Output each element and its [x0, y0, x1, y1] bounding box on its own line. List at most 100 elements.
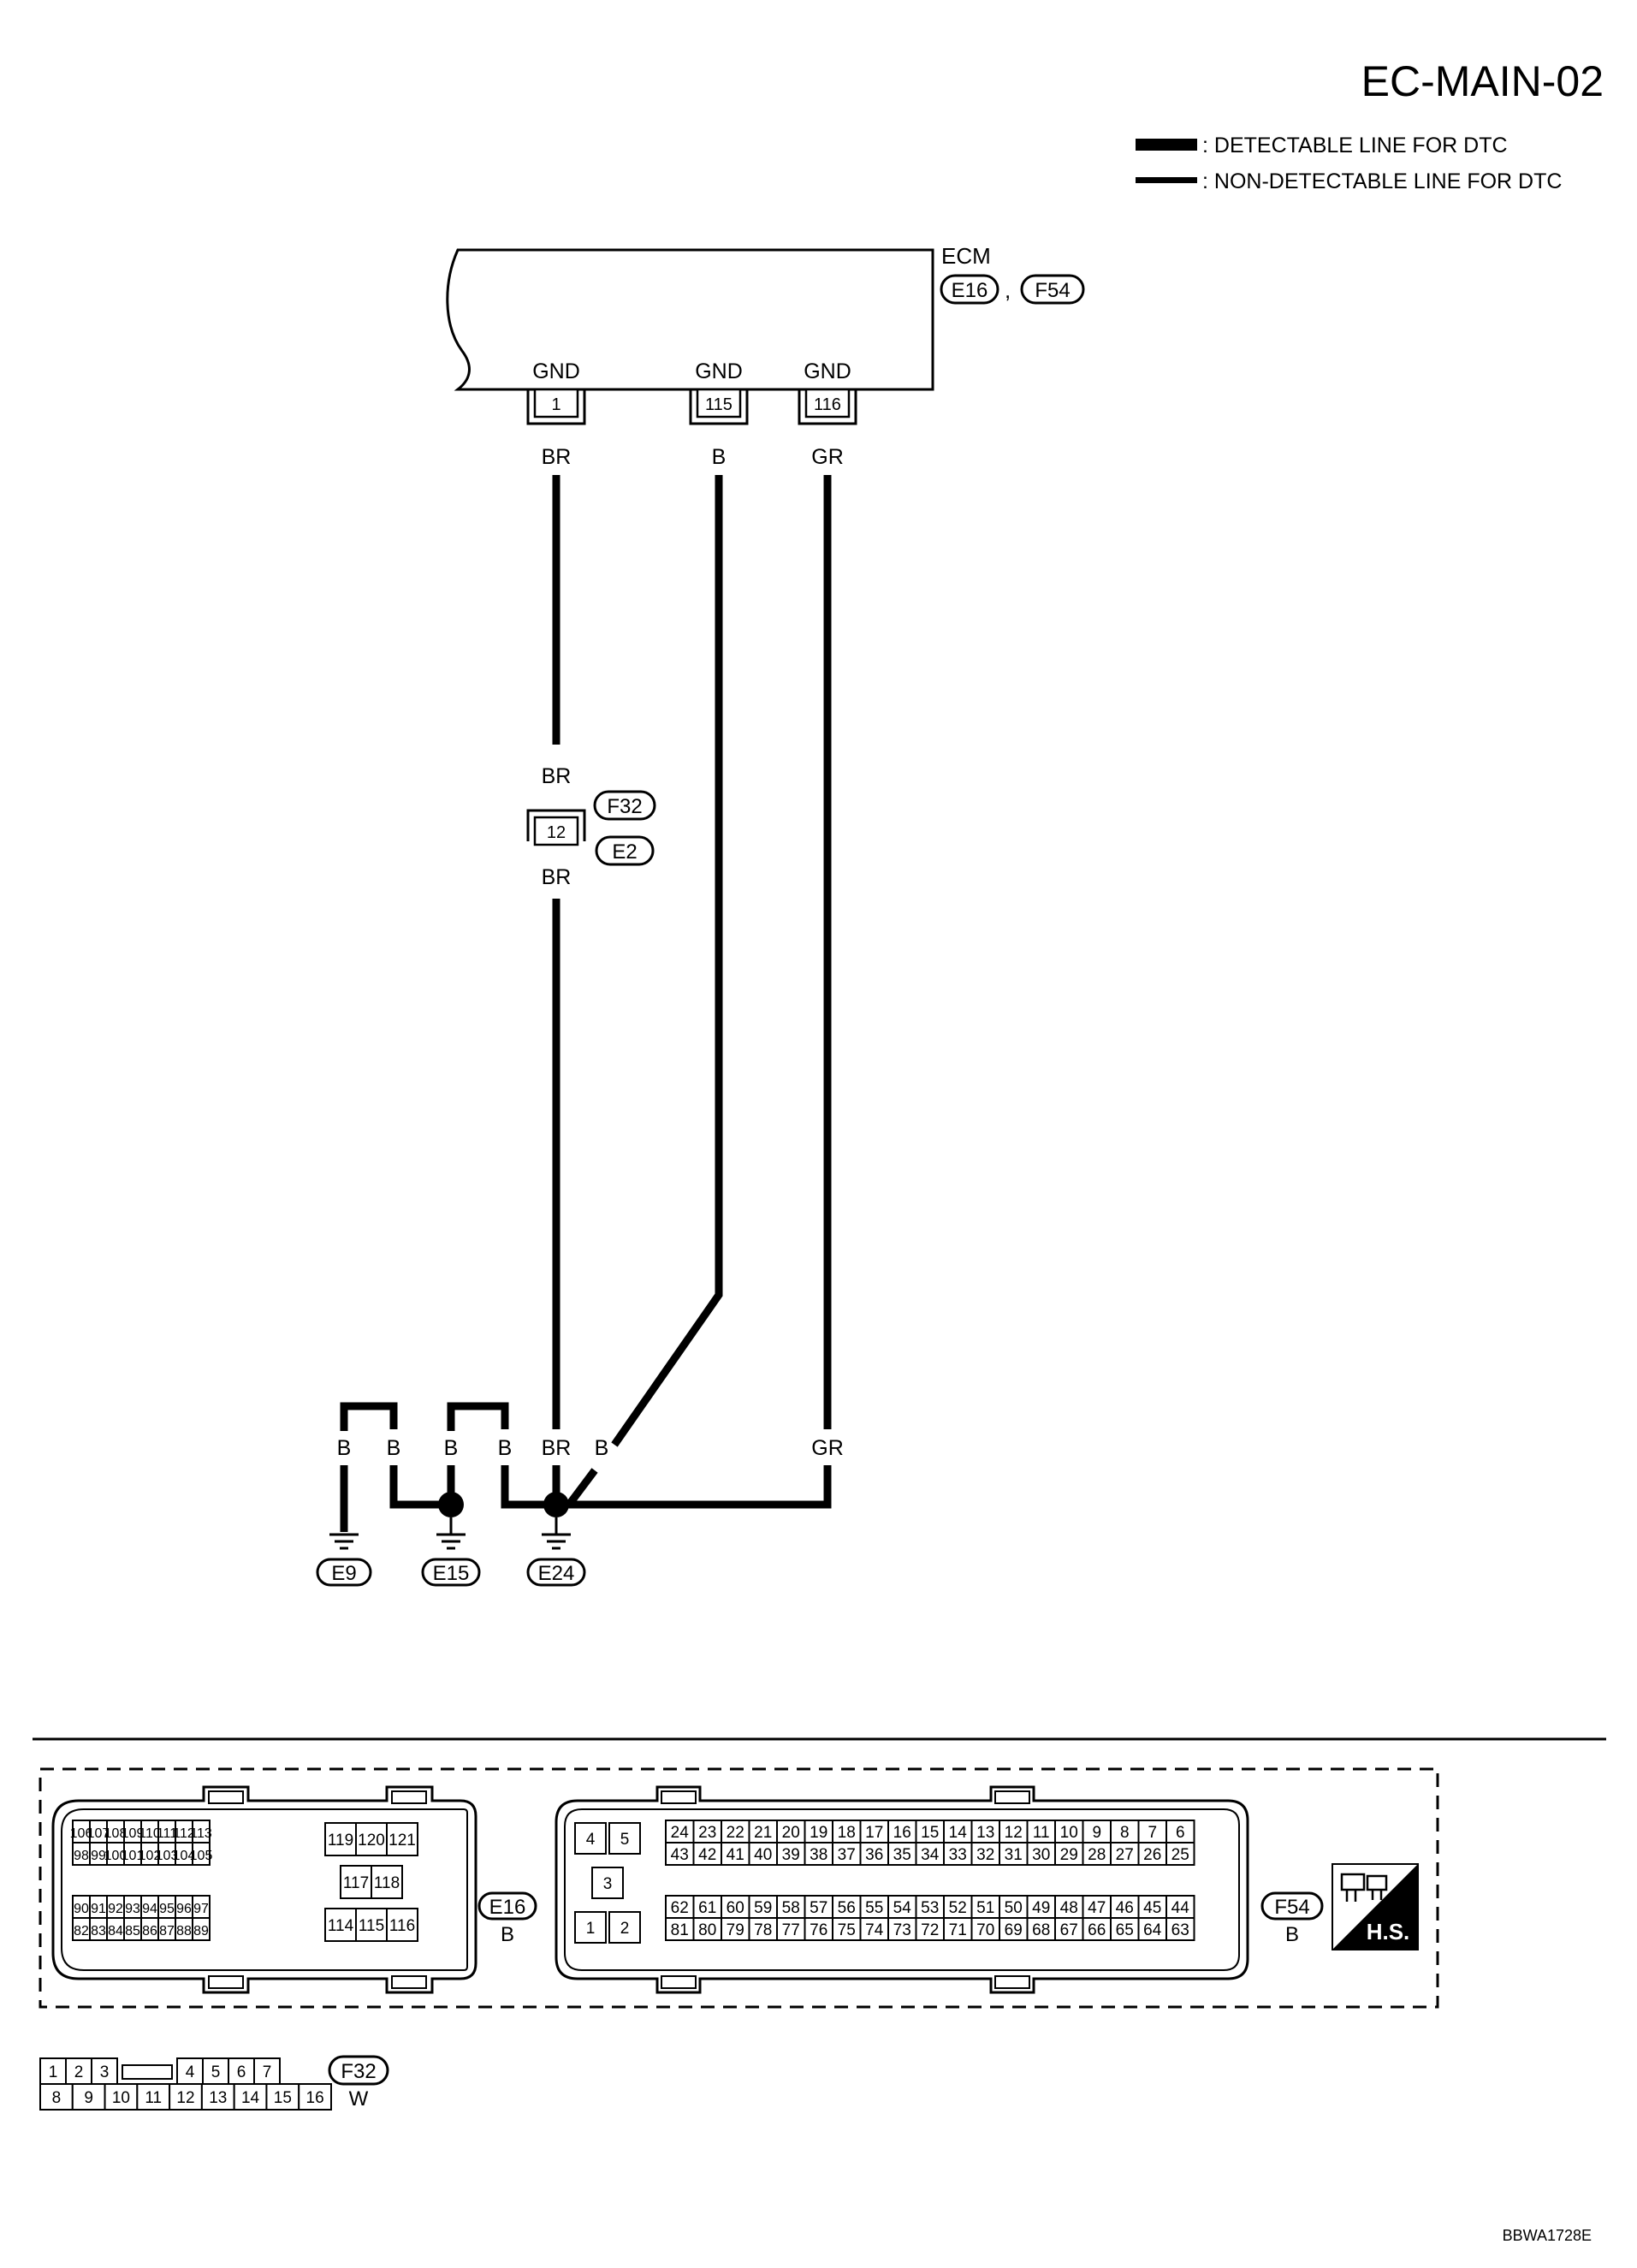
f54-pin-19-cell[interactable]: [804, 1820, 833, 1843]
e16-pin-105-cell[interactable]: [192, 1842, 211, 1866]
f54-pin-8-cell[interactable]: [1110, 1820, 1140, 1843]
f54-tag[interactable]: [1260, 1891, 1324, 1921]
ground-wire-label-7: GR: [811, 1436, 844, 1460]
joint-pin-box[interactable]: [533, 816, 579, 846]
f54-pin-41-cell[interactable]: [721, 1842, 750, 1866]
terminal-116-wire-color: GR: [811, 445, 844, 469]
splice-dot-e24: [543, 1492, 569, 1517]
figure-code: BBWA1728E: [1503, 2227, 1592, 2244]
e16-pin-89-cell[interactable]: [192, 1917, 211, 1941]
f54-pin-63-cell[interactable]: [1165, 1917, 1195, 1941]
f54-pin-25-cell[interactable]: [1165, 1842, 1195, 1866]
f32-pin-15-cell[interactable]: [265, 2083, 300, 2111]
f54-pin-73-cell[interactable]: [887, 1917, 917, 1941]
ground-e9-label: E9: [331, 1562, 356, 1585]
f32-pin-3-cell[interactable]: [91, 2057, 118, 2085]
f54-pin-68-cell[interactable]: [1026, 1917, 1056, 1941]
f54-pin-29-cell[interactable]: [1054, 1842, 1084, 1866]
f32-pin-9-label: 9: [84, 2089, 93, 2107]
wire-b-115-stub[interactable]: [566, 1468, 598, 1507]
f54-pin-4-cell[interactable]: [574, 1822, 607, 1855]
wire-e15-loop-left[interactable]: [389, 1465, 454, 1509]
f54-pin-39-cell[interactable]: [776, 1842, 806, 1866]
f54-tab-top-left: [661, 1790, 697, 1804]
terminal-1-box[interactable]: [533, 388, 579, 419]
e16-pin-118-label: 118: [374, 1874, 400, 1892]
f54-pin-43-cell[interactable]: [665, 1842, 695, 1866]
f54-pin-3-cell[interactable]: [591, 1867, 624, 1899]
f32-pin-13-cell[interactable]: [200, 2083, 235, 2111]
f54-pin-16-cell[interactable]: [887, 1820, 917, 1843]
joint-f32-tag[interactable]: [593, 790, 656, 821]
ground-e24-label: E24: [538, 1562, 575, 1585]
e16-pin-121-cell[interactable]: [386, 1822, 418, 1856]
f54-pin-71-cell[interactable]: [943, 1917, 973, 1941]
f54-pin-21-cell[interactable]: [748, 1820, 778, 1843]
ground-e15-tag[interactable]: [421, 1558, 481, 1587]
ground-e24-tag[interactable]: [526, 1558, 586, 1587]
f54-pin-78-cell[interactable]: [748, 1917, 778, 1941]
ecm-unit: ECM E16 , F54: [446, 243, 1085, 391]
wire-e15-loop[interactable]: [447, 1402, 509, 1431]
f54-pin-37-cell[interactable]: [832, 1842, 862, 1866]
f54-pin-11-cell[interactable]: [1026, 1820, 1056, 1843]
e16-pin-106-label: 106: [70, 1826, 93, 1841]
f32-pin-16-cell[interactable]: [298, 2083, 333, 2111]
f54-pin-64-cell[interactable]: [1137, 1917, 1167, 1941]
hs-badge: H.S.: [1332, 1863, 1419, 1950]
f54-pin-1-cell[interactable]: [574, 1911, 607, 1944]
f54-pin-2-cell[interactable]: [608, 1911, 641, 1944]
f54-pin-19-label: 19: [810, 1824, 827, 1842]
f54-pin-48-cell[interactable]: [1054, 1895, 1084, 1919]
ecm-connector-e16-tag[interactable]: [940, 274, 999, 305]
f54-pin-53-cell[interactable]: [915, 1895, 945, 1919]
ground-e9-tag[interactable]: [316, 1558, 372, 1587]
f54-pin-12-cell[interactable]: [999, 1820, 1029, 1843]
f32-pin-10-cell[interactable]: [104, 2083, 139, 2111]
f54-pin-79-cell[interactable]: [721, 1917, 750, 1941]
f54-pin-41-label: 41: [727, 1846, 744, 1864]
f32-pin-8-cell[interactable]: [39, 2083, 74, 2111]
f54-pin-76-cell[interactable]: [804, 1917, 833, 1941]
f54-pin-46-label: 46: [1116, 1899, 1134, 1917]
joint-e2-tag[interactable]: [595, 835, 655, 866]
wire-b-115[interactable]: [611, 475, 723, 1447]
e16-pin-118-cell[interactable]: [371, 1865, 403, 1899]
terminal-116-box[interactable]: [804, 388, 851, 419]
f54-pin-43-label: 43: [671, 1846, 689, 1864]
joint-wire-top: BR: [542, 764, 572, 788]
wire-gr-116-ground[interactable]: [556, 1465, 832, 1509]
ecm-connector-f54-tag[interactable]: [1020, 274, 1085, 305]
e16-pin-95-label: 95: [159, 1902, 175, 1916]
f54-pin-5-cell[interactable]: [608, 1822, 641, 1855]
f54-pin-58-cell[interactable]: [776, 1895, 806, 1919]
wire-e9-loop[interactable]: [340, 1402, 398, 1431]
f32-pin-9-cell[interactable]: [71, 2083, 106, 2111]
f54-pin-52-cell[interactable]: [943, 1895, 973, 1919]
f32-pin-11-cell[interactable]: [136, 2083, 171, 2111]
page-title: EC-MAIN-02: [1361, 57, 1604, 105]
f32-pin-14-cell[interactable]: [233, 2083, 268, 2111]
e16-pin-115-cell[interactable]: [355, 1908, 388, 1942]
e16-pin-83-label: 83: [91, 1924, 106, 1938]
f54-pin-57-cell[interactable]: [804, 1895, 833, 1919]
terminal-115-wire-color: B: [712, 445, 727, 469]
terminal-115-gnd-label: GND: [695, 359, 743, 383]
e16-pin-116-cell[interactable]: [386, 1908, 418, 1942]
terminal-115-box[interactable]: [696, 388, 742, 419]
f54-pin-14-cell[interactable]: [943, 1820, 973, 1843]
f54-pin-66-cell[interactable]: [1082, 1917, 1112, 1941]
ecm-connector-separator: ,: [1005, 277, 1011, 303]
f54-pin-36-cell[interactable]: [859, 1842, 889, 1866]
e16-tag[interactable]: [477, 1891, 537, 1921]
f54-pin-26-cell[interactable]: [1137, 1842, 1167, 1866]
f54-pin-6-cell[interactable]: [1165, 1820, 1195, 1843]
f32-tag[interactable]: [328, 2055, 389, 2086]
f54-pin-60-cell[interactable]: [721, 1895, 750, 1919]
f54-pin-65-cell[interactable]: [1110, 1917, 1140, 1941]
e16-pin-117-cell[interactable]: [340, 1865, 372, 1899]
f54-pin-74-cell[interactable]: [859, 1917, 889, 1941]
f32-pin-5-cell[interactable]: [202, 2057, 229, 2085]
f54-pin-72-cell[interactable]: [915, 1917, 945, 1941]
wire-e24-left[interactable]: [501, 1465, 556, 1509]
